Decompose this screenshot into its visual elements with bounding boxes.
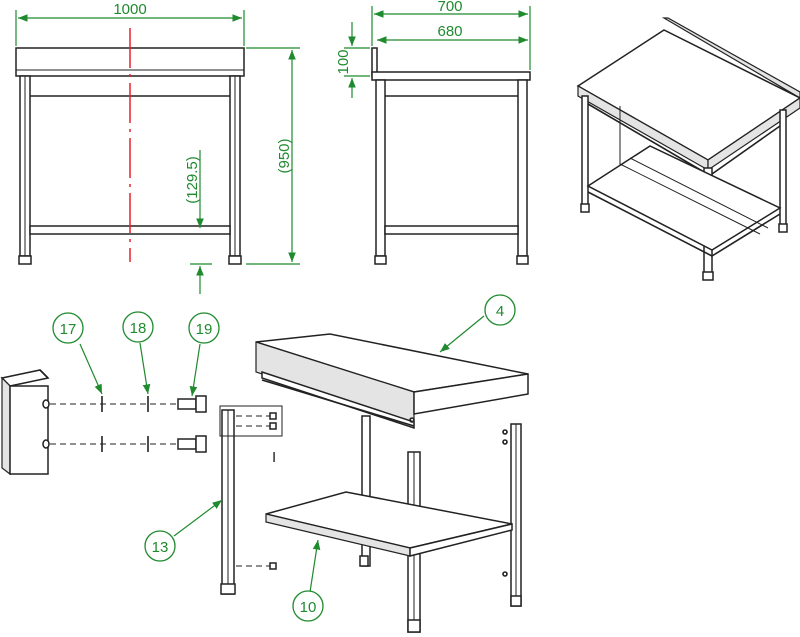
detail-label: I <box>272 449 276 466</box>
dim-total-height: (950) <box>276 138 293 173</box>
callout-13: 13 <box>152 539 169 556</box>
side-view <box>371 47 531 265</box>
side-dimensions: 700 680 100 <box>335 0 531 98</box>
callout-17: 17 <box>60 321 77 338</box>
isometric-view <box>576 17 800 281</box>
dim-front-width: 1000 <box>113 1 146 18</box>
dim-side-width-outer: 700 <box>437 0 462 15</box>
exploded-table: I <box>219 333 529 633</box>
callout-19: 19 <box>196 321 213 338</box>
front-view <box>15 28 245 265</box>
callout-4: 4 <box>496 303 504 320</box>
callouts: 17 18 19 4 13 10 <box>52 294 516 622</box>
dim-shelf-height: (129.5) <box>184 156 201 204</box>
dim-side-width-inner: 680 <box>437 23 462 40</box>
leg-detail <box>0 369 207 476</box>
dim-backsplash-height: 100 <box>335 49 352 74</box>
callout-18: 18 <box>130 320 147 337</box>
front-dimensions: 1000 (950) (129.5) <box>15 1 300 294</box>
callout-10: 10 <box>300 599 317 616</box>
